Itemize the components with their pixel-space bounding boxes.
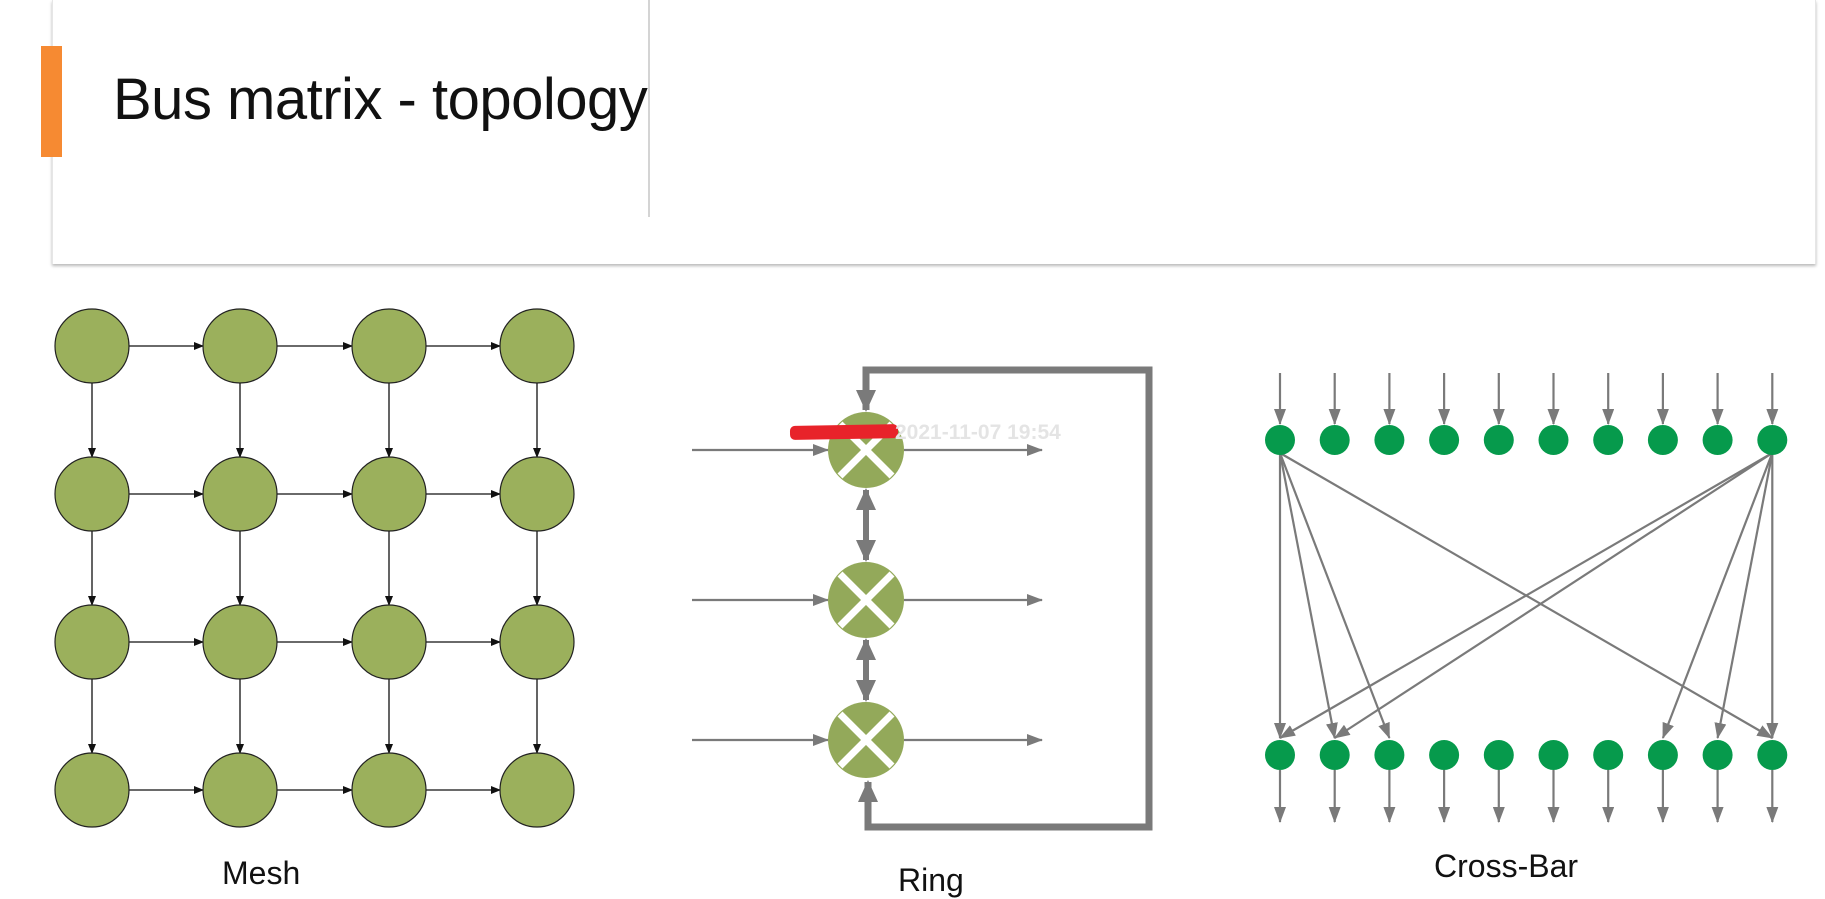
crossbar-output-node [1538, 740, 1569, 770]
crossbar-input-node [1647, 425, 1678, 455]
mesh-node [351, 752, 427, 828]
crossbar-output-node [1429, 740, 1460, 770]
crossbar-topology [1265, 373, 1788, 823]
header-card [52, 0, 1816, 264]
crossbar-input-node [1538, 425, 1569, 455]
title-accent-bar [41, 46, 62, 157]
ring-caption: Ring [898, 862, 964, 898]
mesh-node [499, 604, 575, 680]
mesh-node [351, 604, 427, 680]
crossbar-input-node [1702, 425, 1733, 455]
timestamp-watermark: 2021-11-07 19:54 [895, 421, 1061, 444]
crossbar-output-node [1647, 740, 1678, 770]
mesh-node [351, 456, 427, 532]
crossbar-caption: Cross-Bar [1434, 848, 1579, 884]
ring-switch-cross [837, 571, 895, 629]
mesh-caption: Mesh [222, 855, 301, 891]
redaction-mark [789, 424, 899, 440]
crossbar-input-node [1429, 425, 1460, 455]
mesh-node [351, 308, 427, 384]
crossbar-output-node [1265, 740, 1295, 770]
mesh-node [54, 308, 130, 384]
crossbar-connection [1661, 452, 1774, 739]
crossbar-connection [1333, 452, 1773, 739]
crossbar-output-node [1593, 740, 1624, 770]
mesh-node [202, 456, 278, 532]
mesh-node [499, 752, 575, 828]
mesh-node [202, 308, 278, 384]
crossbar-output-node [1319, 740, 1350, 770]
mesh-node [54, 604, 130, 680]
crossbar-connection [1279, 452, 1773, 739]
mesh-node [54, 752, 130, 828]
crossbar-connection [1278, 452, 1391, 739]
crossbar-output-node [1702, 740, 1733, 770]
crossbar-output-node [1483, 740, 1514, 770]
crossbar-output-node [1374, 740, 1405, 770]
mesh-node [202, 604, 278, 680]
crossbar-input-node [1319, 425, 1350, 455]
mesh-node [499, 456, 575, 532]
crossbar-connection [1714, 452, 1774, 739]
crossbar-input-node [1483, 425, 1514, 455]
crossbar-connection [1278, 452, 1338, 739]
crossbar-input-node [1757, 425, 1788, 455]
mesh-node [54, 456, 130, 532]
title-divider [648, 0, 650, 217]
page-title: Bus matrix - topology [113, 67, 648, 132]
mesh-topology [54, 308, 575, 828]
crossbar-output-node [1757, 740, 1788, 770]
crossbar-input-node [1374, 425, 1405, 455]
ring-switch-cross [837, 711, 895, 769]
mesh-node [202, 752, 278, 828]
mesh-node [499, 308, 575, 384]
crossbar-input-node [1265, 425, 1295, 455]
crossbar-input-node [1593, 425, 1624, 455]
